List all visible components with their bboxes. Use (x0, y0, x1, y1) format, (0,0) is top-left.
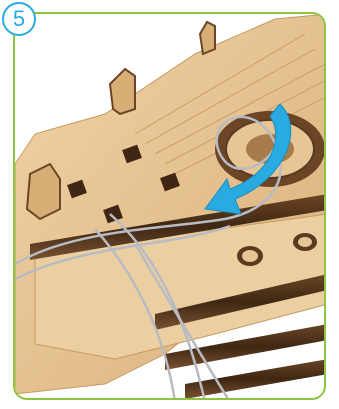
bulwark-post (110, 69, 135, 114)
step-number: 5 (13, 8, 25, 30)
bulwark-post (200, 22, 215, 54)
step-number-badge: 5 (2, 2, 36, 36)
porthole (242, 250, 258, 262)
porthole (298, 237, 312, 247)
instruction-panel (13, 12, 326, 400)
bulwark-post (27, 164, 60, 219)
assembly-illustration (15, 14, 326, 400)
